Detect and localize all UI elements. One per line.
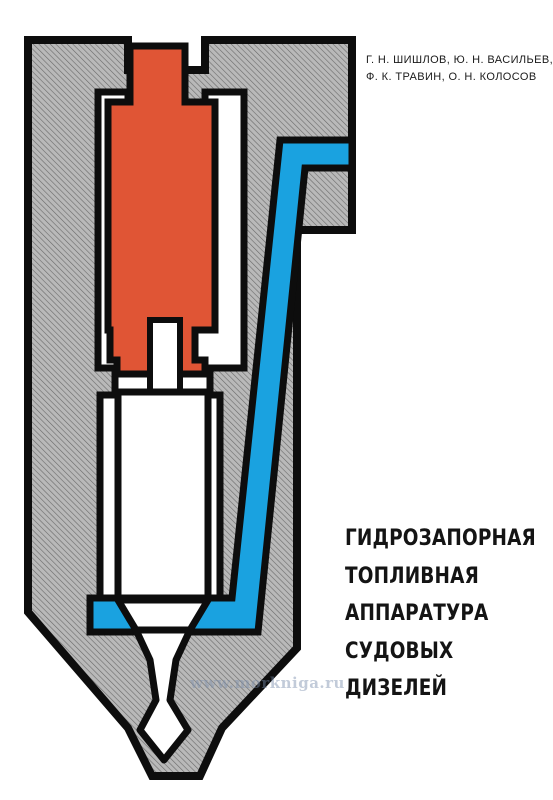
push-rod xyxy=(147,317,183,395)
needle-cone xyxy=(111,596,215,634)
fuel-channel xyxy=(86,136,356,636)
title-line-4: СУДОВЫХ xyxy=(345,637,454,664)
title-line-2: ТОПЛИВНАЯ xyxy=(345,562,479,589)
needle-body xyxy=(114,388,212,604)
book-title: ГИДРОЗАПОРНАЯ ТОПЛИВНАЯ АППАРАТУРА СУДОВ… xyxy=(345,520,536,708)
spray-tip xyxy=(132,626,194,764)
authors-line-1: Г. Н. ШИШЛОВ, Ю. Н. ВАСИЛЬЕВ, xyxy=(366,54,553,66)
authors: Г. Н. ШИШЛОВ, Ю. Н. ВАСИЛЬЕВ, Ф. К. ТРАВ… xyxy=(366,52,553,86)
red-chamber xyxy=(104,42,219,378)
title-line-3: АППАРАТУРА xyxy=(345,600,489,626)
watermark-text: www.morkniga.ru xyxy=(190,674,345,692)
title-line-5: ДИЗЕЛЕЙ xyxy=(345,675,448,701)
title-line-1: ГИДРОЗАПОРНАЯ xyxy=(345,525,536,551)
authors-line-2: Ф. К. ТРАВИН, О. Н. КОЛОСОВ xyxy=(366,71,537,83)
